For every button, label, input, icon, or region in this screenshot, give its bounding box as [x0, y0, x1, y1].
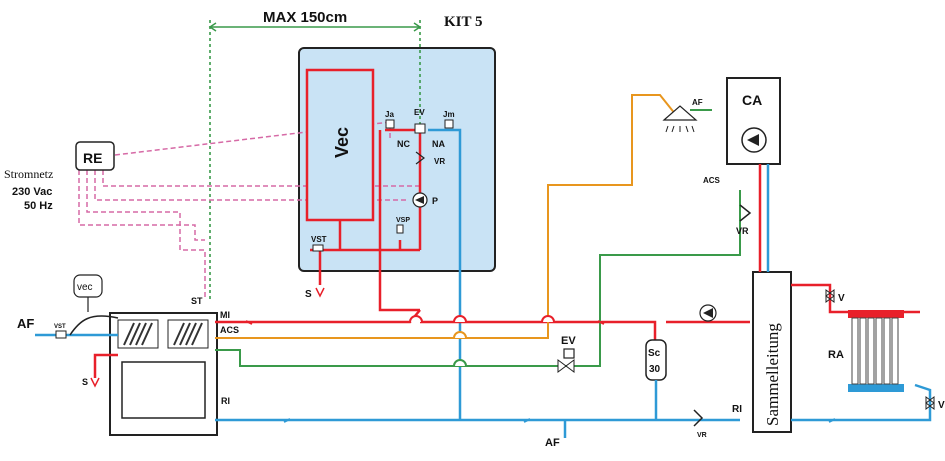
radiator-return-pipe: [791, 383, 932, 422]
kit-blue-pipe: [428, 128, 462, 420]
vsp-label: VSP: [396, 217, 410, 224]
pump-label: P: [432, 196, 438, 206]
radiator-top-header: [848, 310, 904, 318]
radiator-flow-pipe: [791, 283, 920, 314]
acs-orange-pipe: [215, 94, 681, 339]
vr-bottom-check-icon: [693, 409, 704, 427]
acs-ca-label: ACS: [703, 176, 721, 185]
mi-flow-pipe: [215, 309, 421, 324]
stromnetz-label: Stromnetz: [4, 167, 53, 181]
s-kit-label: S: [305, 289, 312, 300]
crossover-1: [409, 315, 423, 323]
shower-spray-icon: [665, 125, 695, 133]
boiler-door: [121, 361, 206, 419]
flow-arrow-2: [523, 418, 531, 423]
vst-left-label: VST: [54, 324, 66, 330]
ri-right-label: RI: [732, 404, 742, 415]
flow-arrow-5: [597, 320, 605, 325]
s-kit-outlet-icon: [315, 287, 325, 298]
voltage-label: 230 Vac: [12, 186, 52, 198]
coil-right-icon: [173, 322, 203, 346]
jm-label: Jm: [443, 110, 455, 119]
frequency-label: 50 Hz: [24, 200, 53, 212]
vst-kit-label: VST: [311, 235, 327, 244]
vsp-valve-icon: [396, 224, 404, 234]
ri-boiler-label: RI: [221, 396, 230, 406]
flow-arrow-3: [828, 418, 836, 423]
crossover-3: [541, 315, 555, 323]
jm-valve-icon: [444, 119, 454, 129]
shower-head-icon: [662, 105, 698, 121]
vr-right-label: VR: [736, 226, 749, 236]
ja-valve-icon: [385, 119, 395, 129]
kit-red-piping: [310, 128, 422, 312]
v-top-label: V: [838, 293, 845, 304]
re-box: [75, 141, 115, 171]
coil-left-icon: [123, 322, 153, 346]
s-left-label: S: [82, 377, 88, 387]
s-left-outlet-icon: [90, 377, 100, 388]
ev-mid-body-icon: [557, 359, 575, 373]
ev-valve-icon: [414, 123, 426, 134]
ja-label: Ja: [385, 110, 394, 119]
crossover-5: [453, 359, 467, 367]
ev-top-label: EV: [414, 108, 425, 117]
vec-tank: [305, 68, 375, 222]
main-red-pipe: [420, 320, 657, 340]
acs-boiler-label: ACS: [220, 325, 239, 335]
vr-right-check-icon: [739, 204, 752, 222]
radiator-bottom-header: [848, 384, 904, 392]
radiator-fins: [851, 317, 899, 385]
af-top-label: AF: [692, 98, 703, 107]
ev-mid-label: EV: [561, 335, 576, 347]
sammelleitung-manifold: [752, 271, 792, 433]
vst-kit-valve-icon: [312, 244, 324, 252]
vr-bottom-label: VR: [697, 432, 707, 439]
flow-arrow-4: [245, 320, 253, 325]
check-valve-icon: [415, 151, 425, 165]
sammel-label: Sammelleitung: [763, 323, 782, 426]
flow-arrow-1: [283, 418, 291, 423]
v-top-valve-icon: [825, 289, 835, 303]
ev-mid-valve-icon: [563, 348, 575, 359]
s-left-pipe: [93, 353, 118, 378]
nc-label: NC: [397, 139, 410, 149]
ra-label: RA: [828, 349, 844, 361]
ca-pump-arrow-icon: [747, 134, 759, 146]
green-pipe: [215, 190, 741, 367]
sc-number: 30: [649, 364, 661, 375]
vec-tank-label: Vec: [332, 127, 352, 158]
kit-label: KIT 5: [444, 14, 483, 30]
crossover-2: [453, 315, 467, 323]
na-label: NA: [432, 139, 445, 149]
v-bottom-valve-icon: [925, 396, 935, 410]
mi-label: MI: [220, 310, 230, 320]
sc-label: Sc: [648, 348, 661, 359]
af-left-label: AF: [17, 316, 34, 331]
st-label: ST: [191, 296, 203, 306]
max-label: MAX 150cm: [263, 9, 347, 26]
v-bottom-label: V: [938, 400, 945, 411]
ca-label: CA: [742, 92, 762, 108]
pump-arrow-icon: [415, 196, 424, 204]
circulator-arrow-icon: [703, 308, 713, 318]
vst-left-valve-icon: [55, 330, 67, 339]
vec-small-label: vec: [77, 282, 93, 293]
vec-connection-hose: [69, 315, 119, 336]
crossover-4: [453, 331, 467, 339]
vr-top-label: VR: [434, 157, 445, 166]
re-label: RE: [83, 150, 102, 166]
af-bottom-label: AF: [545, 437, 560, 449]
